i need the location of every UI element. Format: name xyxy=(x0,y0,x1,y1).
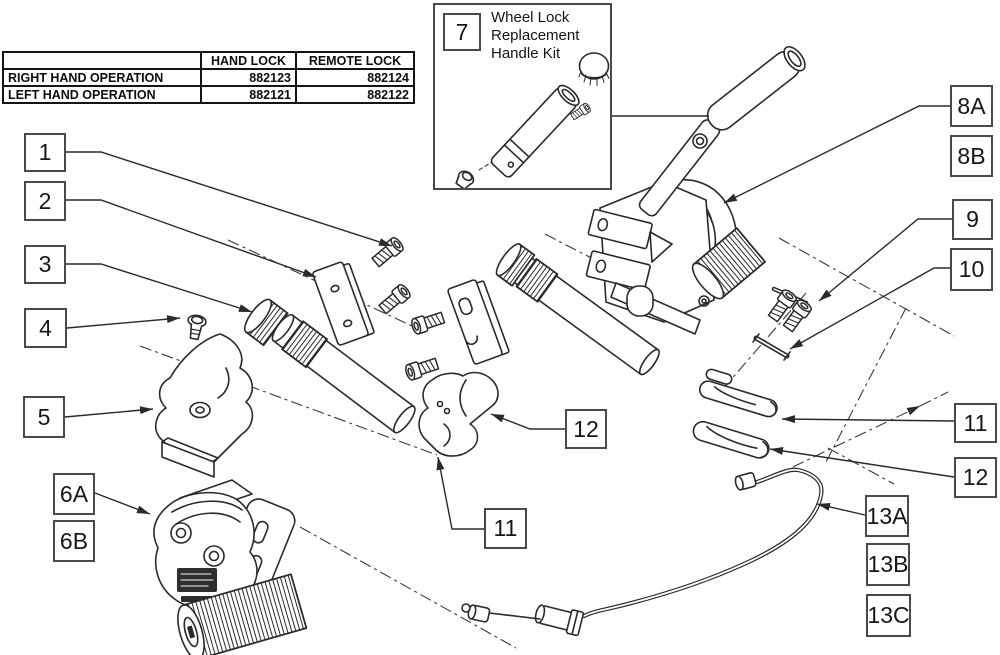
part-label-8b: 8B xyxy=(950,135,993,177)
part-label-9: 9 xyxy=(952,199,993,240)
table-header-blank xyxy=(2,51,202,70)
part-axle-tube-left xyxy=(271,314,416,434)
part-label-13a: 13A xyxy=(865,495,909,537)
row-label-right-hand: RIGHT HAND OPERATION xyxy=(2,68,202,87)
part-screw-center-lower xyxy=(403,355,441,382)
part-label-2: 2 xyxy=(24,181,66,221)
part-bar-10 xyxy=(752,333,791,361)
part-clamp-center-11-12 xyxy=(418,371,499,457)
part-axle-tube-right xyxy=(495,243,660,376)
table-row-right-hand: RIGHT HAND OPERATION 882123 882124 xyxy=(2,68,415,87)
part-label-6b: 6B xyxy=(53,520,95,562)
left-hand-hand-lock-number: 882121 xyxy=(200,85,297,104)
part-label-10: 10 xyxy=(950,248,993,291)
part-number-table: HAND LOCK REMOTE LOCK RIGHT HAND OPERATI… xyxy=(2,51,415,104)
table-row-left-hand: LEFT HAND OPERATION 882121 882122 xyxy=(2,85,415,104)
handle-grip xyxy=(706,45,806,131)
part-mounting-plate-center xyxy=(447,279,510,365)
table-header-row: HAND LOCK REMOTE LOCK xyxy=(2,51,415,70)
part-mounting-plate-left xyxy=(312,261,375,346)
part-knurled-roller-6 xyxy=(177,573,308,655)
left-hand-remote-lock-number: 882122 xyxy=(295,85,415,104)
row-label-left-hand: LEFT HAND OPERATION xyxy=(2,85,202,104)
part-label-1: 1 xyxy=(24,133,66,172)
part-handle-assembly-8 xyxy=(585,45,806,335)
part-clamp-bracket-5 xyxy=(154,333,254,478)
callout-box-7 xyxy=(433,3,612,190)
table-header-remote-lock: REMOTE LOCK xyxy=(295,51,415,70)
part-latch-12-right xyxy=(692,420,770,459)
part-knurled-roller-8 xyxy=(691,227,766,300)
table-header-hand-lock: HAND LOCK xyxy=(200,51,297,70)
part-threaded-collar-3 xyxy=(243,298,289,347)
part-label-12-center: 12 xyxy=(565,409,607,449)
part-wheel-lock-body-6 xyxy=(153,479,308,655)
part-label-7: 7 xyxy=(443,13,481,51)
part-label-3: 3 xyxy=(24,245,66,284)
callout-art-7 xyxy=(455,52,610,190)
part-label-11-center: 11 xyxy=(484,508,527,549)
right-hand-remote-lock-number: 882124 xyxy=(295,68,415,87)
callout-title: Wheel Lock Replacement Handle Kit xyxy=(491,9,580,62)
part-screw-center-upper xyxy=(409,309,447,336)
right-hand-hand-lock-number: 882123 xyxy=(200,68,297,87)
part-cable-13 xyxy=(461,467,824,637)
part-label-13b: 13B xyxy=(866,543,910,586)
part-label-13c: 13C xyxy=(866,594,911,637)
leader-lines xyxy=(64,105,955,530)
part-label-5: 5 xyxy=(23,396,65,438)
part-set-screw-4 xyxy=(187,314,207,341)
part-screw-2 xyxy=(376,282,413,317)
part-label-11-right: 11 xyxy=(954,403,997,443)
part-screws-9 xyxy=(765,286,814,334)
part-label-12-right: 12 xyxy=(954,457,997,498)
part-latch-11-right xyxy=(698,368,778,418)
part-label-6a: 6A xyxy=(53,473,95,515)
part-label-4: 4 xyxy=(24,308,67,348)
part-label-8a: 8A xyxy=(950,85,993,127)
